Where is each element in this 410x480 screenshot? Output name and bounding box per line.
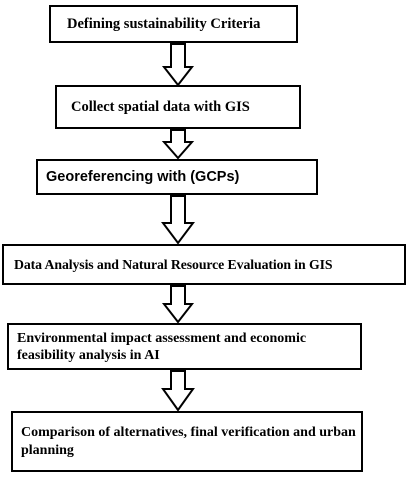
down-arrow-icon (161, 285, 195, 324)
down-arrow-icon (161, 129, 195, 160)
step-4-label: Data Analysis and Natural Resource Evalu… (14, 256, 333, 272)
down-arrow-icon (161, 43, 195, 87)
down-arrow-icon (161, 195, 195, 245)
step-1-label: Defining sustainability Criteria (67, 15, 261, 32)
flowchart-step-6-comparison: Comparison of alternatives, final verifi… (11, 411, 363, 472)
step-2-label: Collect spatial data with GIS (71, 98, 250, 115)
flowchart-step-1-defining-criteria: Defining sustainability Criteria (49, 5, 298, 43)
flowchart-step-3-georeferencing: Georeferencing with (GCPs) (36, 159, 318, 195)
down-arrow-icon (161, 370, 195, 412)
flowchart-step-2-collect-data: Collect spatial data with GIS (55, 85, 301, 129)
flowchart-step-4-data-analysis: Data Analysis and Natural Resource Evalu… (2, 244, 406, 285)
step-5-label: Environmental impact assessment and econ… (17, 330, 307, 363)
step-6-label: Comparison of alternatives, final verifi… (21, 424, 356, 458)
step-3-label: Georeferencing with (GCPs) (46, 169, 240, 185)
flowchart-step-5-impact-assessment: Environmental impact assessment and econ… (7, 323, 362, 370)
